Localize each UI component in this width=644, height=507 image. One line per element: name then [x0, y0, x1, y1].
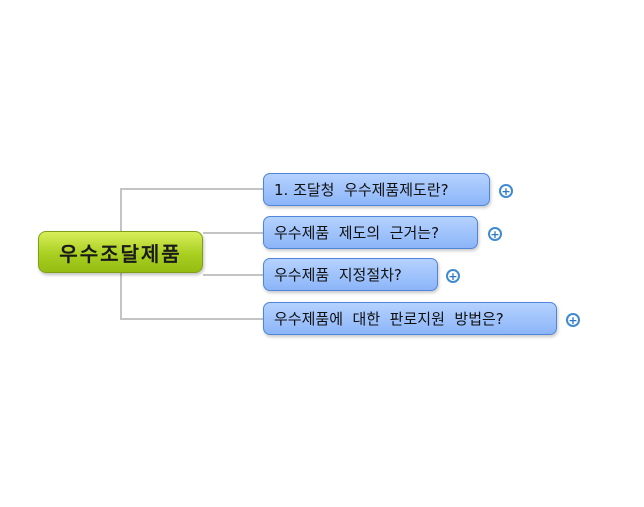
topic-4-label: 우수제품에 대한 판로지원 방법은? — [274, 310, 504, 328]
topic-4[interactable]: 우수제품에 대한 판로지원 방법은? — [263, 302, 557, 335]
topic-1-label: 1. 조달청 우수제품제도란? — [274, 181, 449, 199]
topic-1[interactable]: 1. 조달청 우수제품제도란? — [263, 173, 490, 206]
central-topic-label: 우수조달제품 — [59, 241, 182, 266]
topic-3[interactable]: 우수제품 지정절차? — [263, 258, 438, 291]
topic-2-label: 우수제품 제도의 근거는? — [274, 224, 440, 242]
expand-topic-3-icon[interactable]: + — [446, 269, 460, 283]
expand-topic-4-icon[interactable]: + — [566, 313, 580, 327]
central-topic[interactable]: 우수조달제품 — [38, 231, 203, 273]
expand-topic-1-icon[interactable]: + — [499, 184, 513, 198]
topic-2[interactable]: 우수제품 제도의 근거는? — [263, 216, 478, 249]
topic-3-label: 우수제품 지정절차? — [274, 266, 402, 284]
expand-topic-2-icon[interactable]: + — [488, 227, 502, 241]
